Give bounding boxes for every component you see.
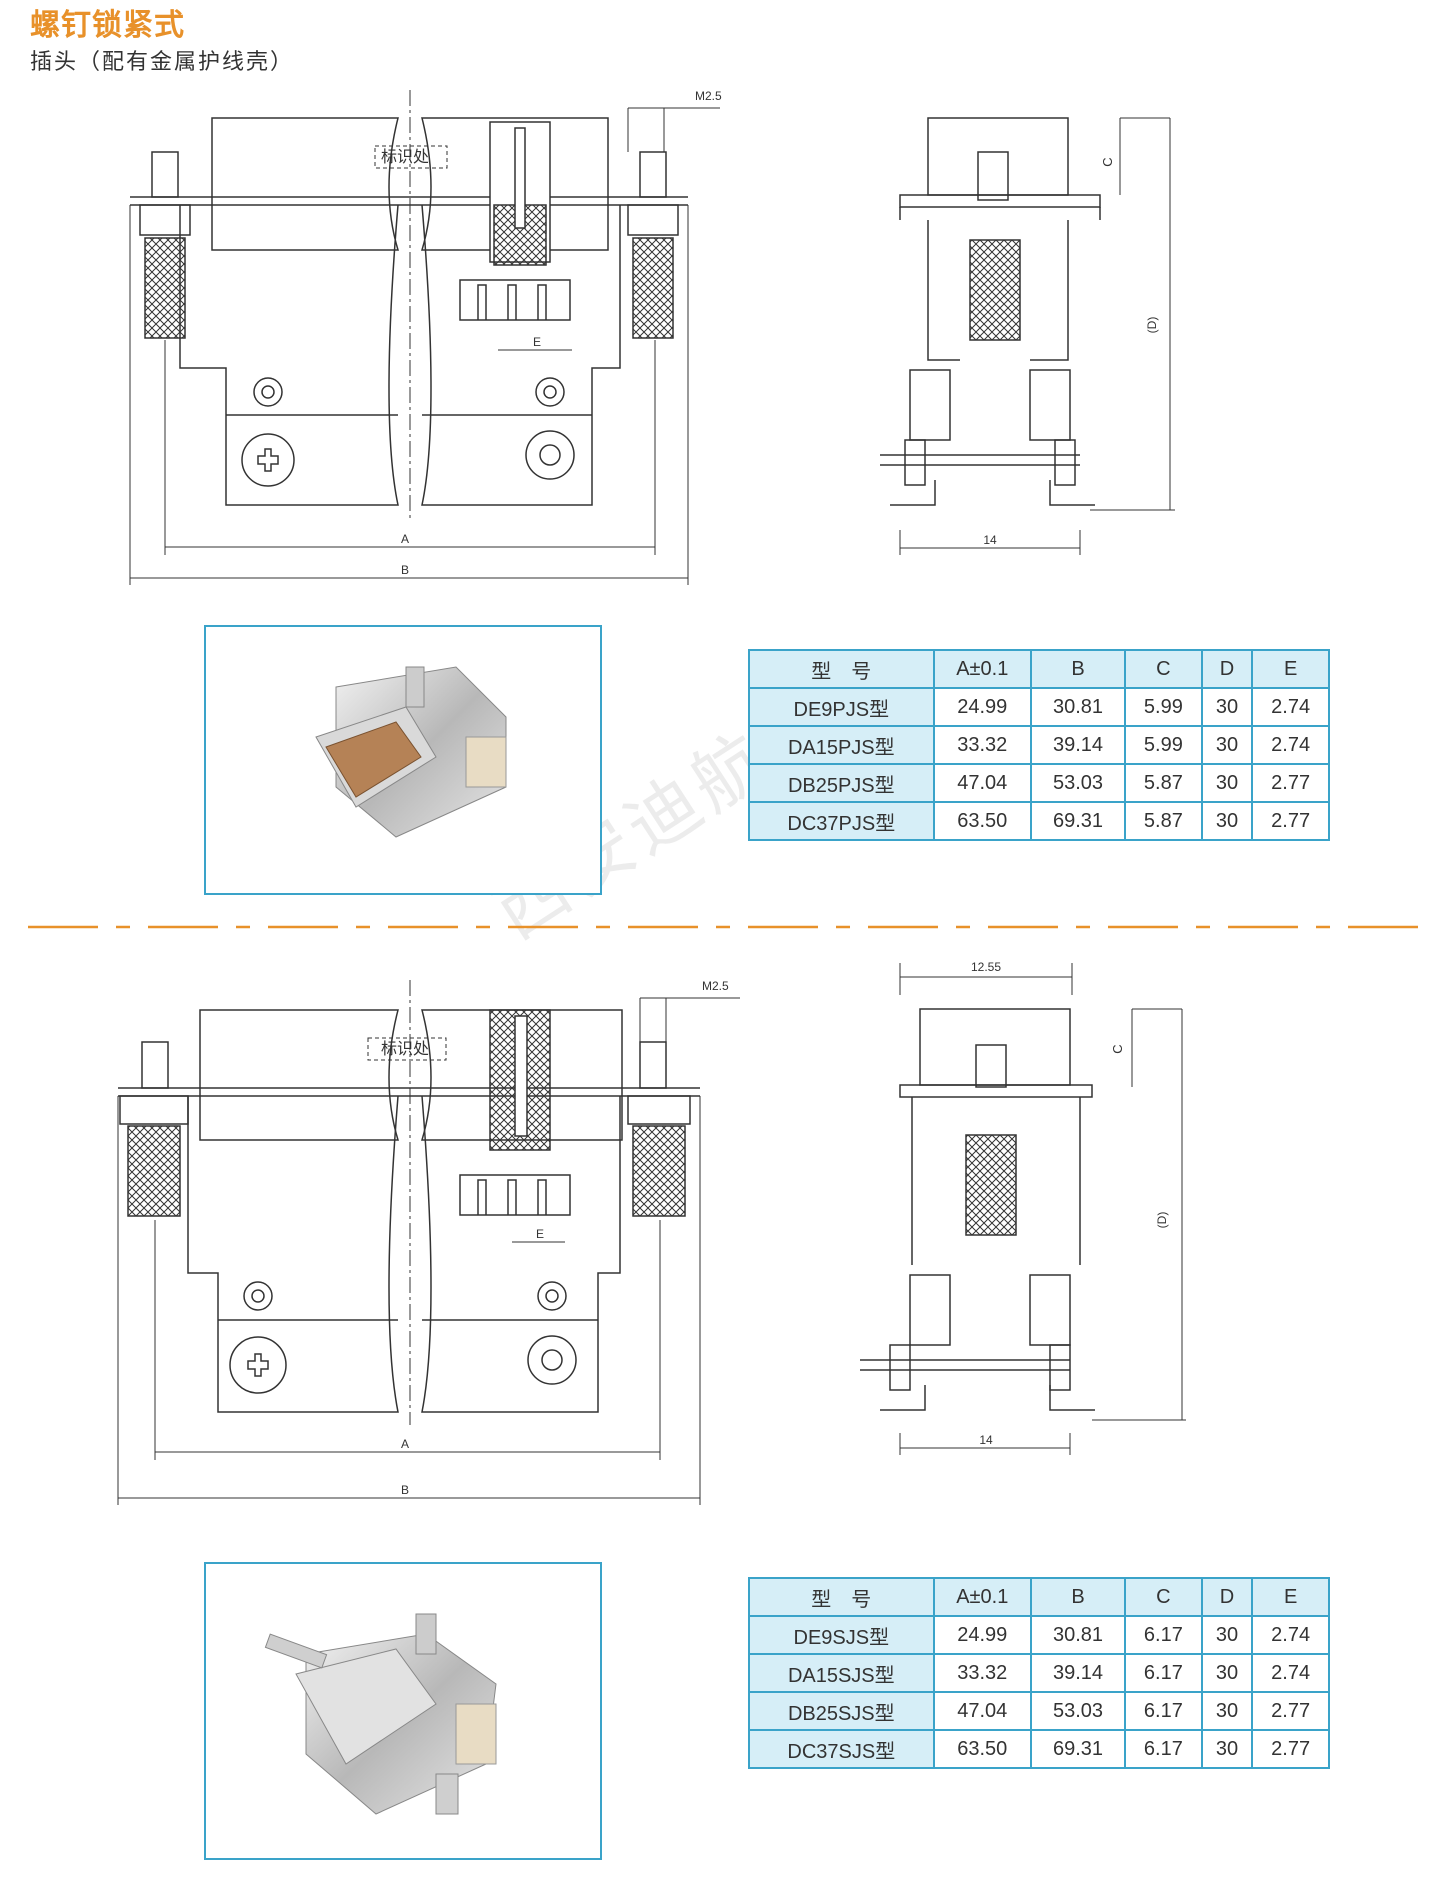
dimension-e-label: E — [533, 335, 541, 349]
thread-label: M2.5 — [702, 979, 729, 993]
cell-c: 5.87 — [1124, 763, 1203, 803]
header-a: A±0.1 — [932, 1577, 1032, 1617]
cell-e: 2.77 — [1251, 1691, 1330, 1731]
cell-e: 2.74 — [1251, 687, 1330, 727]
cell-d: 30 — [1200, 687, 1254, 727]
front-view-drawing-plug-1: 标识处 M2.5 A B E — [129, 89, 722, 585]
product-photo-plug-1 — [204, 625, 602, 895]
cell-model: DC37SJS型 — [748, 1729, 935, 1769]
cell-a: 24.99 — [932, 1615, 1032, 1655]
dimension-b-label: B — [401, 563, 409, 577]
page-subtitle: 插头（配有金属护线壳） — [30, 50, 295, 75]
cell-b: 53.03 — [1029, 763, 1127, 803]
cell-c: 5.87 — [1124, 801, 1203, 841]
cell-model: DC37PJS型 — [748, 801, 935, 841]
cell-d: 30 — [1200, 1615, 1254, 1655]
side-view-drawing-plug-1: C (D) 14 — [880, 117, 1175, 555]
cell-a: 63.50 — [932, 801, 1032, 841]
cell-b: 39.14 — [1029, 1653, 1127, 1693]
header-b: B — [1029, 649, 1127, 689]
cell-c: 6.17 — [1124, 1729, 1203, 1769]
table-row: DE9SJS型 24.99 30.81 6.17 30 2.74 — [748, 1615, 1330, 1655]
table-row: DA15PJS型 33.32 39.14 5.99 30 2.74 — [748, 725, 1330, 765]
table-row: DA15SJS型 33.32 39.14 6.17 30 2.74 — [748, 1653, 1330, 1693]
cell-e: 2.74 — [1251, 725, 1330, 765]
dimension-e-label: E — [536, 1227, 544, 1241]
header-d: D — [1200, 1577, 1254, 1617]
width-1255-label: 12.55 — [971, 960, 1001, 974]
cell-model: DE9SJS型 — [748, 1615, 935, 1655]
cell-e: 2.77 — [1251, 1729, 1330, 1769]
header-a: A±0.1 — [932, 649, 1032, 689]
cell-a: 33.32 — [932, 1653, 1032, 1693]
cell-a: 47.04 — [932, 1691, 1032, 1731]
mark-label: 标识处 — [381, 1040, 429, 1058]
width-14-label: 14 — [979, 1433, 993, 1447]
header-e: E — [1251, 1577, 1330, 1617]
dimension-a-label: A — [401, 1437, 409, 1451]
cell-d: 30 — [1200, 1729, 1254, 1769]
dimension-d-label: (D) — [1155, 1212, 1169, 1229]
section-divider — [28, 925, 1428, 929]
header-e: E — [1251, 649, 1330, 689]
header-c: C — [1124, 1577, 1203, 1617]
page-title: 螺钉锁紧式 — [30, 8, 185, 43]
cell-d: 30 — [1200, 763, 1254, 803]
cell-c: 5.99 — [1124, 687, 1203, 727]
table-row: DC37SJS型 63.50 69.31 6.17 30 2.77 — [748, 1729, 1330, 1769]
thread-label: M2.5 — [695, 89, 722, 103]
cell-d: 30 — [1200, 725, 1254, 765]
cell-c: 6.17 — [1124, 1691, 1203, 1731]
cell-a: 24.99 — [932, 687, 1032, 727]
cell-d: 30 — [1200, 1691, 1254, 1731]
cell-model: DB25SJS型 — [748, 1691, 935, 1731]
cell-c: 5.99 — [1124, 725, 1203, 765]
cell-c: 6.17 — [1124, 1653, 1203, 1693]
dimension-a-label: A — [401, 532, 409, 546]
cell-b: 39.14 — [1029, 725, 1127, 765]
table-row: DB25PJS型 47.04 53.03 5.87 30 2.77 — [748, 763, 1330, 803]
table-header-row: 型 号 A±0.1 B C D E — [748, 649, 1330, 689]
cell-b: 69.31 — [1029, 1729, 1127, 1769]
header-b: B — [1029, 1577, 1127, 1617]
cell-b: 30.81 — [1029, 687, 1127, 727]
cell-a: 33.32 — [932, 725, 1032, 765]
cell-b: 53.03 — [1029, 1691, 1127, 1731]
cell-e: 2.77 — [1251, 763, 1330, 803]
table-row: DE9PJS型 24.99 30.81 5.99 30 2.74 — [748, 687, 1330, 727]
cell-a: 47.04 — [932, 763, 1032, 803]
cell-e: 2.74 — [1251, 1615, 1330, 1655]
spec-table-plug-2: 型 号 A±0.1 B C D E DE9SJS型 24.99 30.81 6.… — [748, 1577, 1330, 1769]
cell-b: 30.81 — [1029, 1615, 1127, 1655]
header-c: C — [1124, 649, 1203, 689]
cell-e: 2.77 — [1251, 801, 1330, 841]
front-view-drawing-plug-2: 标识处 M2.5 A B E — [117, 979, 740, 1505]
spec-table-plug-1: 型 号 A±0.1 B C D E DE9PJS型 24.99 30.81 5.… — [748, 649, 1330, 841]
table-row: DC37PJS型 63.50 69.31 5.87 30 2.77 — [748, 801, 1330, 841]
cell-d: 30 — [1200, 1653, 1254, 1693]
header-model: 型 号 — [748, 649, 935, 689]
cell-d: 30 — [1200, 801, 1254, 841]
cell-model: DA15PJS型 — [748, 725, 935, 765]
dimension-d-label: (D) — [1145, 317, 1159, 334]
cell-e: 2.74 — [1251, 1653, 1330, 1693]
side-view-drawing-plug-2: 12.55 C (D) 14 — [860, 960, 1186, 1455]
dimension-c-label: C — [1100, 157, 1115, 166]
table-header-row: 型 号 A±0.1 B C D E — [748, 1577, 1330, 1617]
cell-b: 69.31 — [1029, 801, 1127, 841]
header-d: D — [1200, 649, 1254, 689]
dimension-c-label: C — [1110, 1044, 1125, 1053]
header-model: 型 号 — [748, 1577, 935, 1617]
product-photo-plug-2 — [204, 1562, 602, 1860]
cell-a: 63.50 — [932, 1729, 1032, 1769]
cell-c: 6.17 — [1124, 1615, 1203, 1655]
cell-model: DA15SJS型 — [748, 1653, 935, 1693]
cell-model: DE9PJS型 — [748, 687, 935, 727]
table-row: DB25SJS型 47.04 53.03 6.17 30 2.77 — [748, 1691, 1330, 1731]
mark-label: 标识处 — [381, 148, 429, 166]
width-14-label: 14 — [983, 533, 997, 547]
dimension-b-label: B — [401, 1483, 409, 1497]
cell-model: DB25PJS型 — [748, 763, 935, 803]
